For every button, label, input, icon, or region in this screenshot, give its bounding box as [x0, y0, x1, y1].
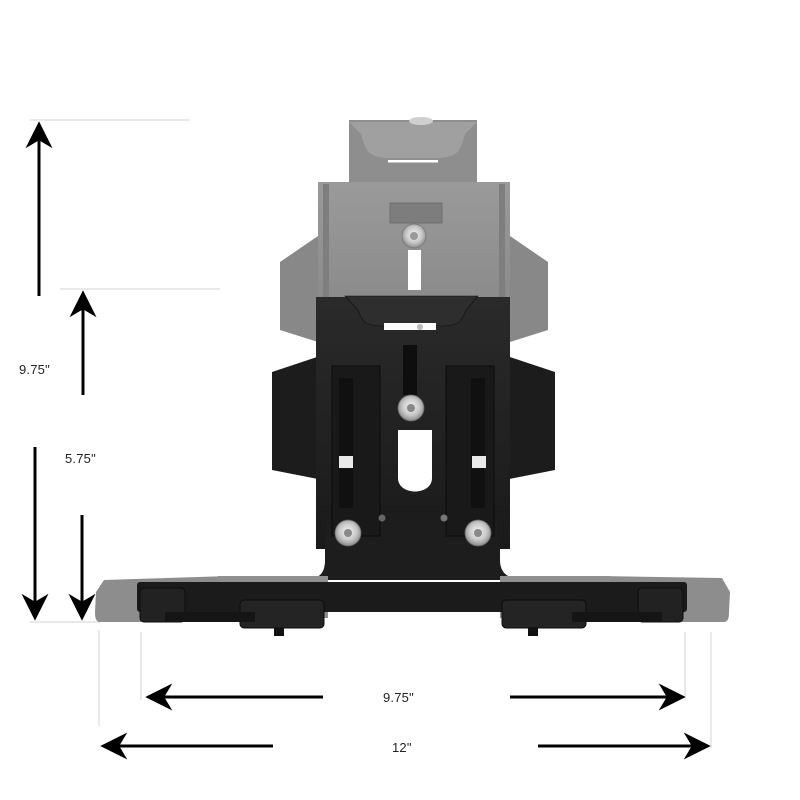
width-min-label: 9.75": [383, 690, 414, 705]
width-max-label: 12": [392, 740, 412, 755]
bolts: [334, 394, 492, 547]
height-max-label: 9.75": [19, 362, 50, 377]
dimension-arrows: [21, 121, 711, 760]
guide-lines: [30, 119, 712, 748]
retracted-bracket: [272, 295, 555, 602]
height-min-label: 5.75": [65, 451, 96, 466]
clamp-bar: [137, 582, 687, 636]
